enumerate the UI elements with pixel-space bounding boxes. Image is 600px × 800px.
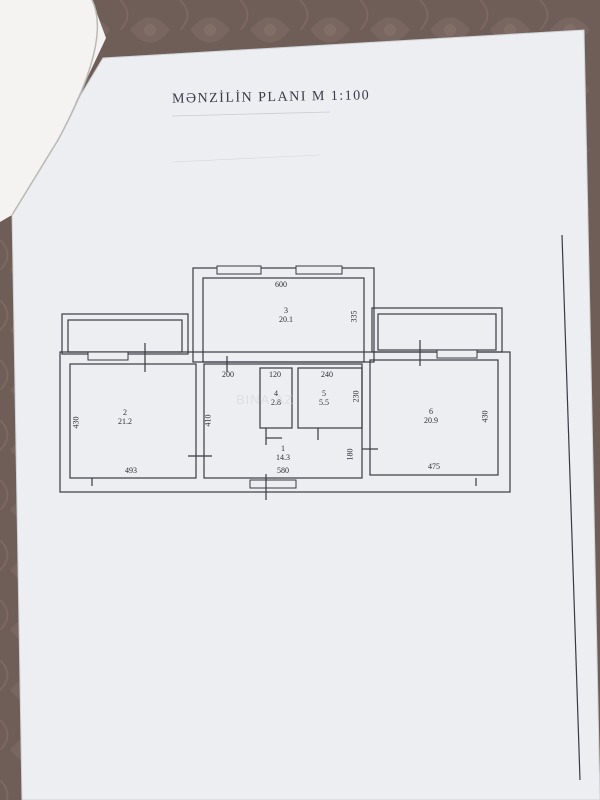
room-number: 3 [284, 306, 288, 315]
window [436, 349, 478, 359]
room-6-label: 6 20.9 [419, 407, 443, 425]
window [295, 265, 343, 275]
room-number: 5 [322, 389, 326, 398]
dim-room2-width: 493 [125, 466, 137, 475]
wall-room5 [297, 367, 363, 429]
room-number: 2 [123, 408, 127, 417]
dim-corridor-depth: 410 [203, 414, 213, 427]
wall-main-outer [59, 351, 511, 493]
window [249, 479, 297, 489]
page-corner [0, 0, 106, 222]
balcony-left-inner [67, 319, 183, 353]
wall-room6-inner [369, 359, 499, 476]
dim-room5-depth: 230 [351, 390, 361, 403]
paper-sheet [12, 30, 600, 800]
balcony-right-inner [377, 313, 497, 351]
dim-room6-width: 475 [428, 462, 440, 471]
room-area: 5.5 [319, 398, 329, 407]
dim-corridor-width: 580 [277, 466, 289, 475]
room-4-label: 4 2.8 [266, 389, 286, 407]
watermark: BINA.AZ [236, 392, 294, 407]
room-1-label: 1 14.3 [273, 444, 293, 462]
window [87, 351, 129, 361]
room-number: 4 [274, 389, 278, 398]
dim-room2-depth: 430 [71, 416, 81, 429]
room-3-label: 3 20.1 [276, 306, 296, 324]
window [216, 265, 262, 275]
room-area: 2.8 [271, 398, 281, 407]
room-number: 6 [429, 407, 433, 416]
balcony-right [371, 307, 503, 353]
dim-room5-width: 240 [321, 370, 333, 379]
room-area: 20.9 [424, 416, 438, 425]
dim-room4-width: 120 [269, 370, 281, 379]
dim-room3-depth: 335 [349, 310, 359, 323]
room-5-label: 5 5.5 [314, 389, 334, 407]
room-area: 20.1 [279, 315, 293, 324]
room-2-label: 2 21.2 [115, 408, 135, 426]
dim-corridor-lower: 180 [345, 448, 355, 461]
dim-corridor-top: 200 [222, 370, 234, 379]
wall-room2-inner [69, 363, 197, 479]
room-number: 1 [281, 444, 285, 453]
dim-room6-depth: 430 [480, 410, 490, 423]
wall-room4 [259, 367, 293, 429]
room-area: 14.3 [276, 453, 290, 462]
dim-room3-width: 600 [275, 280, 287, 289]
room-area: 21.2 [118, 417, 132, 426]
wall-room3-inner [202, 277, 365, 363]
